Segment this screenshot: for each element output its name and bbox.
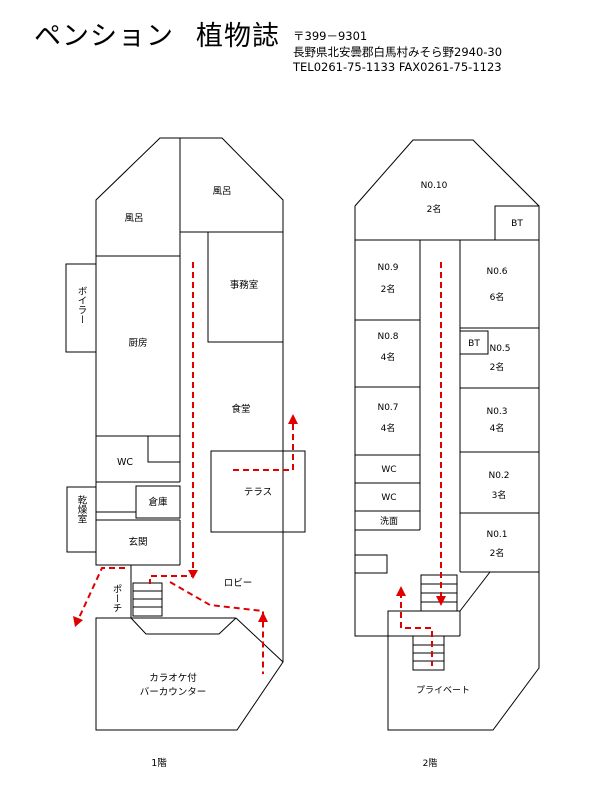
private-label: プライベート <box>416 685 470 696</box>
room10-capacity: 2名 <box>427 203 442 215</box>
room1-number: N0.1 <box>486 530 507 540</box>
room5-number: N0.5 <box>489 344 510 354</box>
room6-capacity: 6名 <box>490 291 505 303</box>
porch-label: ポーチ <box>111 584 123 613</box>
room10-number: N0.10 <box>421 181 448 191</box>
boiler-label: ボイラー <box>76 286 88 324</box>
floor2-label: 2階 <box>423 758 438 769</box>
room8-capacity: 4名 <box>381 351 396 363</box>
terrace-label: テラス <box>244 487 272 498</box>
bar-counter <box>130 617 237 635</box>
floor1-label: 1階 <box>151 758 167 769</box>
terrace <box>210 450 306 533</box>
room2-capacity: 3名 <box>492 489 507 501</box>
room8-number: N0.8 <box>377 332 398 342</box>
bath-left-label: 風呂 <box>124 213 143 224</box>
wc1-label: WC <box>381 465 396 475</box>
wc-label: WC <box>117 457 133 468</box>
room7-number: N0.7 <box>377 403 398 413</box>
room5-capacity: 2名 <box>490 361 505 373</box>
postal-code: 〒399－9301 <box>293 29 368 43</box>
floor1-plan <box>65 137 306 731</box>
page-title: ペンション植物誌 <box>34 14 280 53</box>
room3-capacity: 4名 <box>490 422 505 434</box>
route-arrows <box>77 262 442 674</box>
entrance-label: 玄関 <box>128 536 147 548</box>
boiler-room <box>65 263 97 353</box>
storage-room <box>135 485 181 519</box>
dining-label: 食堂 <box>231 403 250 415</box>
lobby-label: ロビー <box>224 578 253 589</box>
route-arrowheads <box>73 414 446 627</box>
room6-number: N0.6 <box>486 267 507 277</box>
room9-number: N0.9 <box>377 263 398 273</box>
washroom-label: 洗面 <box>380 515 398 527</box>
address: 長野県北安曇郡白馬村みそら野2940-30 <box>293 45 503 59</box>
drying-label: 乾燥室 <box>76 494 88 523</box>
office-label: 事務室 <box>230 279 259 291</box>
contact-info: TEL0261-75-1133 FAX0261-75-1123 <box>293 60 502 74</box>
storage-label: 倉庫 <box>148 496 168 508</box>
bath-toilet-top <box>494 205 540 241</box>
bar-counter-label: バーカウンター <box>140 687 207 698</box>
bt-top-label: BT <box>511 219 523 229</box>
office-room <box>207 231 284 343</box>
room7-capacity: 4名 <box>381 422 396 434</box>
room2-number: N0.2 <box>488 471 509 481</box>
wc2-label: WC <box>381 493 396 503</box>
floor1-outline <box>95 137 284 731</box>
bt-mid-label: BT <box>468 339 480 349</box>
bath-right-label: 風呂 <box>212 186 231 197</box>
pension-label: ペンション <box>34 21 174 52</box>
room1-capacity: 2名 <box>490 547 505 559</box>
floor2-plan <box>354 139 540 731</box>
wc-box <box>147 435 181 463</box>
kitchen-label: 厨房 <box>128 337 147 349</box>
pension-name: 植物誌 <box>196 21 280 52</box>
floor2-outline <box>354 139 540 731</box>
room3-number: N0.3 <box>486 407 507 417</box>
karaoke-label: カラオケ付 <box>149 673 197 684</box>
room9-capacity: 2名 <box>381 283 396 295</box>
bath-toilet-mid <box>459 330 489 355</box>
